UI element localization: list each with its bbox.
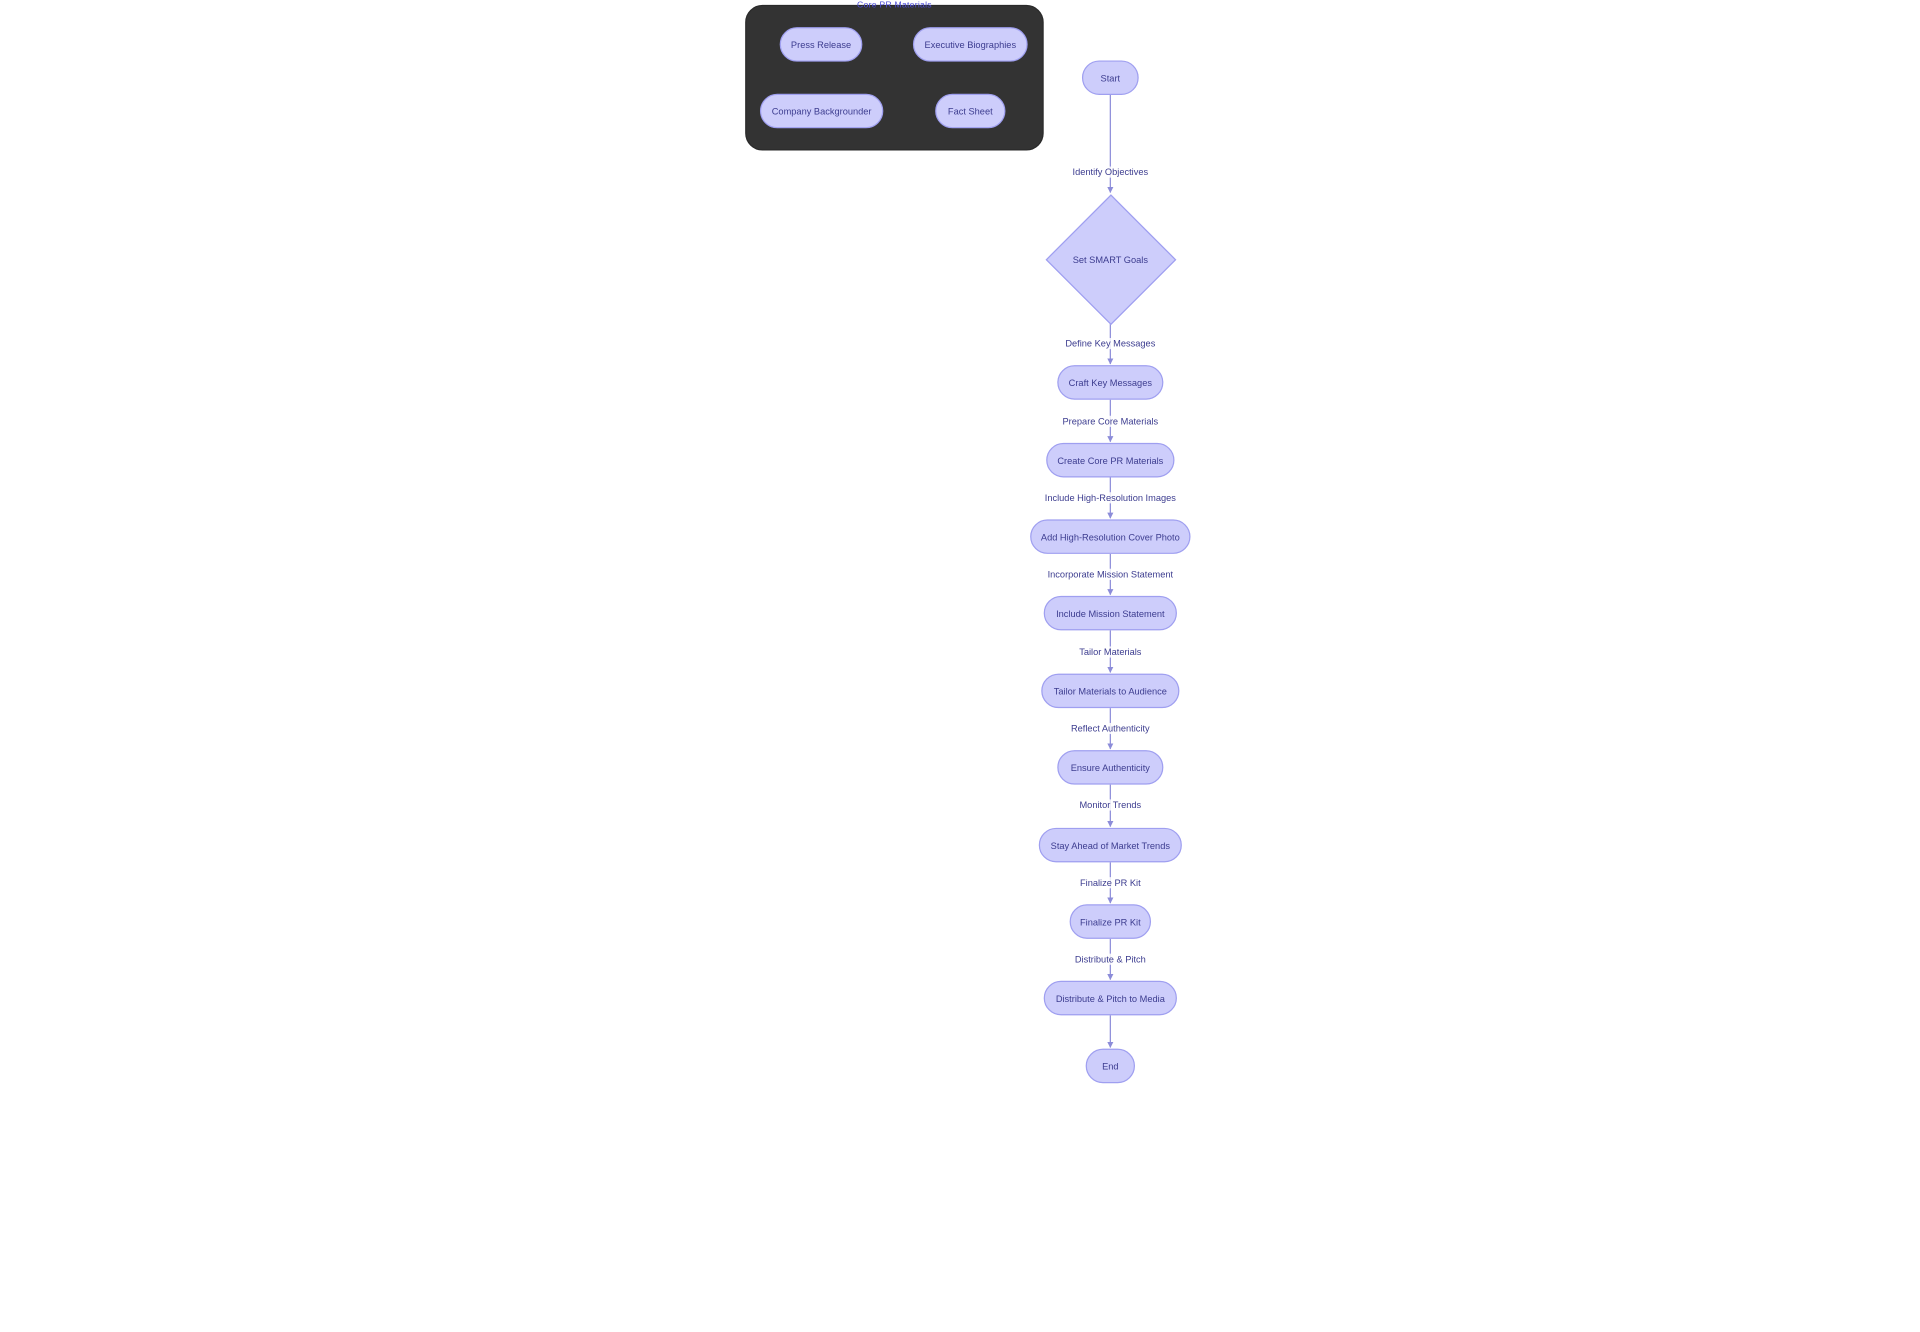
node-start[interactable]: Start [1081, 60, 1139, 95]
edge-label-prepare-core-materials: Prepare Core Materials [986, 415, 1234, 427]
edge-label-finalize-pr-kit: Finalize PR Kit [986, 877, 1234, 889]
node-end[interactable]: End [1085, 1048, 1136, 1084]
node-smart-goals[interactable]: Set SMART Goals [1044, 193, 1176, 325]
node-company-backgrounder[interactable]: Company Backgrounder [759, 93, 884, 129]
node-distribute-pitch[interactable]: Distribute & Pitch to Media [1043, 980, 1177, 1016]
node-fact-sheet[interactable]: Fact Sheet [935, 93, 1006, 129]
edge-label-identify-objectives: Identify Objectives [986, 166, 1234, 178]
node-smart-goals-label: Set SMART Goals [1072, 253, 1148, 265]
node-add-cover-photo[interactable]: Add High-Resolution Cover Photo [1030, 519, 1191, 554]
edge-label-monitor-trends: Monitor Trends [986, 799, 1234, 811]
edge-label-reflect-authenticity: Reflect Authenticity [986, 722, 1234, 735]
edge-layer [862, 41, 1114, 1049]
edge-label-incorporate-mission: Incorporate Mission Statement [986, 568, 1234, 580]
node-create-core-pr-materials[interactable]: Create Core PR Materials [1046, 442, 1175, 478]
edge-label-distribute-pitch: Distribute & Pitch [986, 953, 1234, 965]
node-executive-biographies[interactable]: Executive Biographies [912, 27, 1028, 62]
edge-label-include-high-res-images: Include High-Resolution Images [986, 492, 1234, 504]
node-stay-ahead-of-trends[interactable]: Stay Ahead of Market Trends [1038, 827, 1182, 863]
node-press-release[interactable]: Press Release [779, 27, 863, 62]
node-ensure-authenticity[interactable]: Ensure Authenticity [1057, 750, 1164, 785]
node-tailor-materials[interactable]: Tailor Materials to Audience [1041, 673, 1180, 709]
subgraph-title: Core PR Materials [857, 1, 932, 10]
node-finalize-pr-kit[interactable]: Finalize PR Kit [1069, 904, 1152, 939]
node-craft-key-messages[interactable]: Craft Key Messages [1057, 365, 1164, 400]
edge-label-define-key-messages: Define Key Messages [986, 338, 1234, 350]
node-include-mission-statement[interactable]: Include Mission Statement [1043, 595, 1177, 631]
edge-label-tailor-materials: Tailor Materials [986, 646, 1234, 658]
